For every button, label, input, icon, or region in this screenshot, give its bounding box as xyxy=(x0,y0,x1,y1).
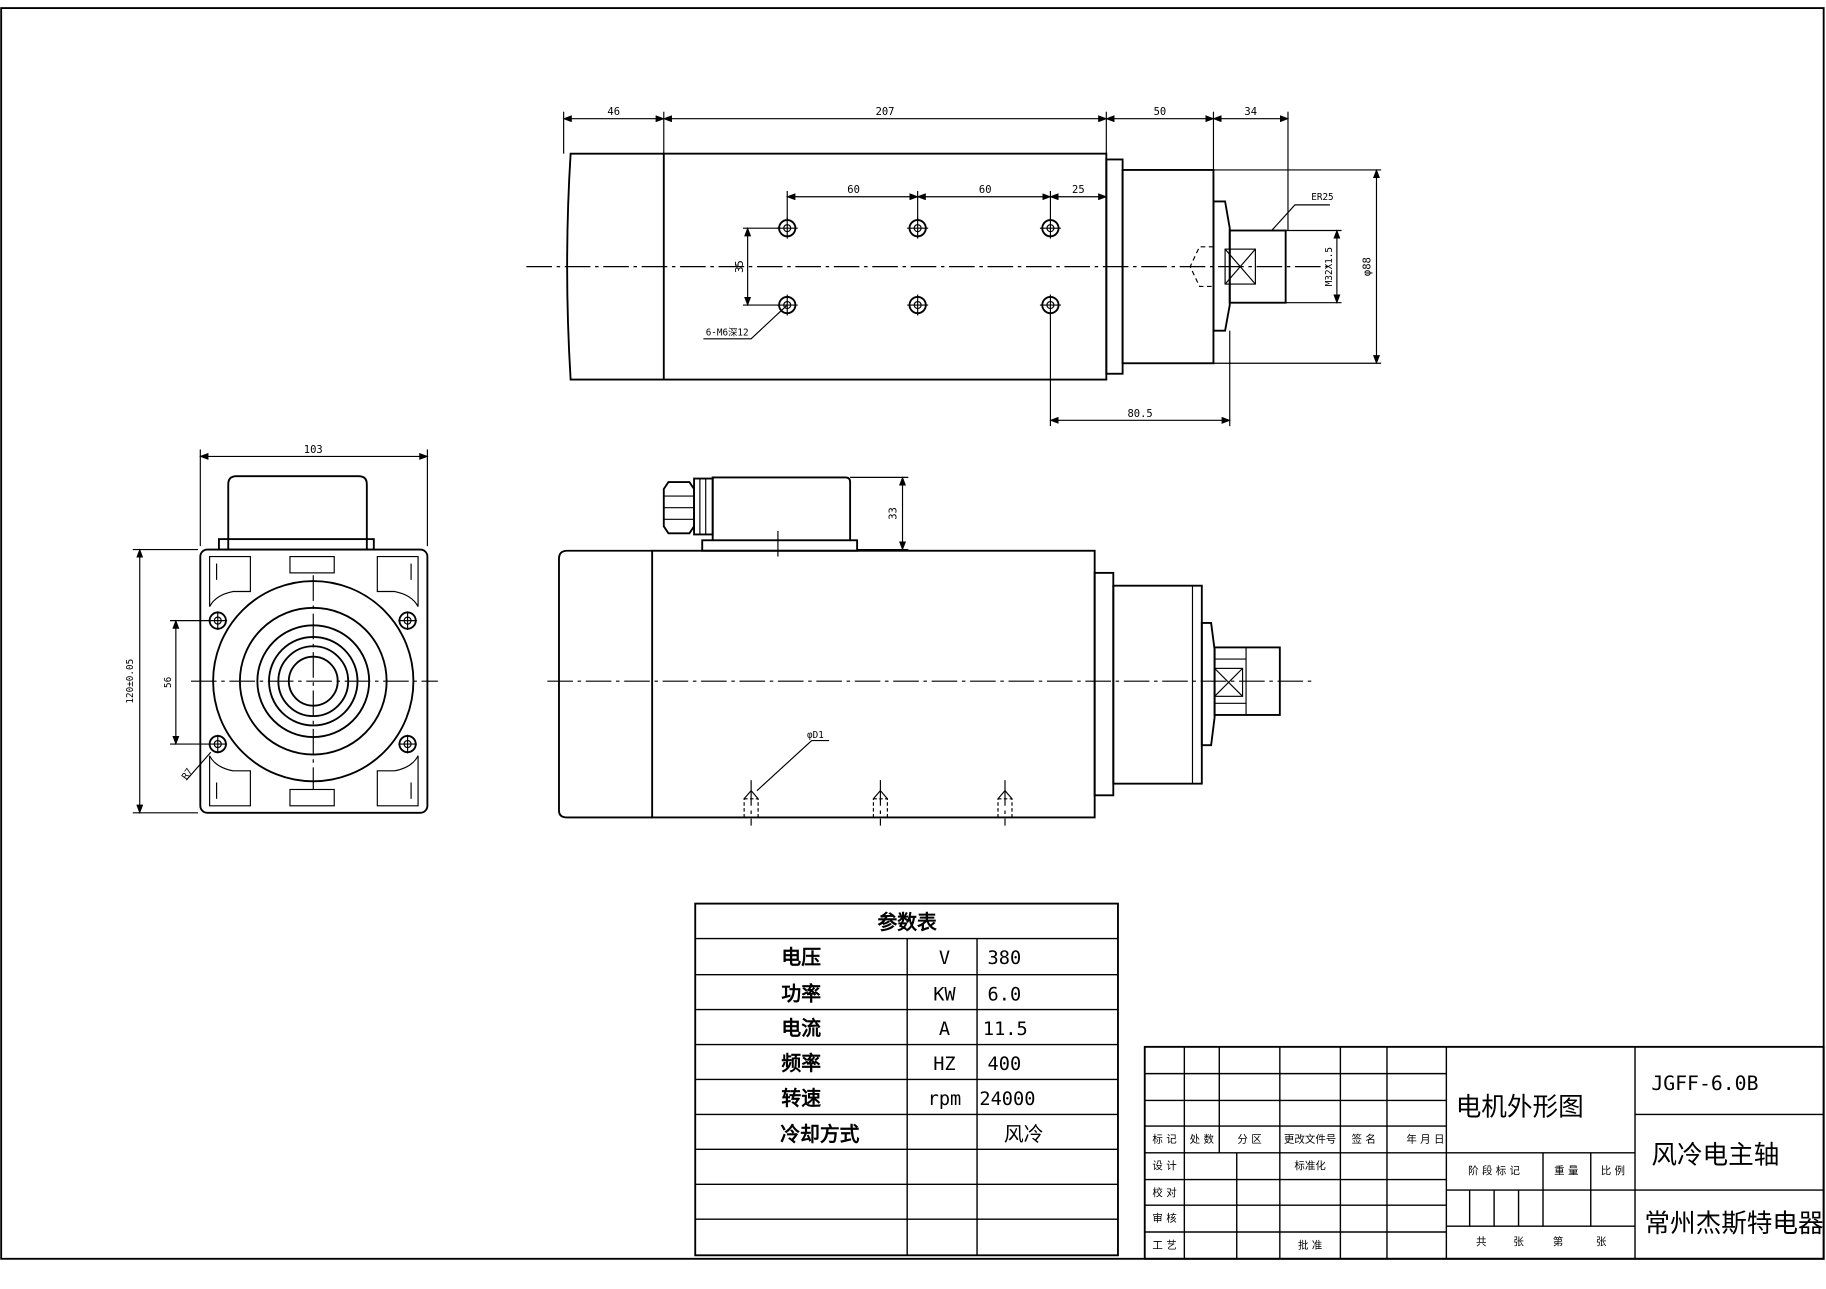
model-number: JGFF-6.0B xyxy=(1651,1072,1758,1095)
param-name: 频率 xyxy=(781,1052,821,1075)
holes-callout: 6-M6深12 xyxy=(706,327,749,338)
param-value: 11.5 xyxy=(983,1019,1028,1040)
side-bottom-holes xyxy=(743,780,1013,826)
param-unit: rpm xyxy=(928,1089,962,1110)
mount-hole xyxy=(907,217,929,239)
dim-46: 46 xyxy=(607,106,620,118)
label-total: 共 xyxy=(1476,1236,1486,1248)
side-front-housing xyxy=(1112,584,1203,785)
dim-120: 120±0.05 xyxy=(125,659,136,704)
product-name: 风冷电主轴 xyxy=(1651,1140,1779,1170)
side-box-base xyxy=(701,539,859,552)
top-dimensions: 46 207 50 34 60 60 25 35 6-M6深12 xyxy=(562,106,1382,427)
label-weight: 重 量 xyxy=(1554,1164,1578,1177)
dim-33: 33 xyxy=(888,507,900,520)
param-value: 380 xyxy=(988,948,1022,969)
hdr-signature: 签 名 xyxy=(1352,1132,1376,1145)
param-unit: V xyxy=(939,948,950,969)
dim-80-5: 80.5 xyxy=(1127,408,1152,420)
param-table-title: 参数表 xyxy=(877,911,937,934)
top-view: 46 207 50 34 60 60 25 35 6-M6深12 xyxy=(526,106,1382,427)
end-cooling-slots xyxy=(209,555,419,807)
param-value: 风冷 xyxy=(1004,1123,1044,1146)
drawing-frame xyxy=(0,7,1825,1260)
hole-diameter-label: φD1 xyxy=(807,730,824,741)
drawing-name: 电机外形图 xyxy=(1456,1093,1584,1123)
dim-r7: R7 xyxy=(180,766,195,781)
param-value: 6.0 xyxy=(988,984,1022,1005)
dim-103: 103 xyxy=(304,444,323,456)
end-box-base xyxy=(218,538,375,551)
label-scale: 比 例 xyxy=(1601,1164,1625,1177)
end-junction-box xyxy=(227,475,368,550)
side-junction-box xyxy=(711,476,852,541)
param-name: 电流 xyxy=(781,1017,821,1040)
param-value: 24000 xyxy=(979,1089,1035,1110)
mount-hole xyxy=(1039,294,1061,316)
param-unit: HZ xyxy=(933,1054,955,1075)
side-cable-gland xyxy=(662,477,714,536)
dim-207: 207 xyxy=(876,106,895,118)
end-view: 103 120±0.05 56 R7 xyxy=(125,444,438,814)
dim-25: 25 xyxy=(1072,184,1085,196)
param-name: 转速 xyxy=(781,1087,821,1110)
diameter-label: φ88 xyxy=(1362,257,1374,276)
param-name: 电压 xyxy=(781,946,821,969)
thread-label: M32X1.5 xyxy=(1324,247,1335,286)
hdr-date: 年 月 日 xyxy=(1406,1132,1444,1145)
label-proofread: 校 对 xyxy=(1152,1186,1177,1199)
label-design: 设 计 xyxy=(1152,1159,1177,1172)
top-nose xyxy=(1212,200,1231,332)
collet-label: ER25 xyxy=(1311,192,1333,203)
hdr-count: 处 数 xyxy=(1190,1132,1215,1145)
param-name: 冷却方式 xyxy=(780,1123,859,1146)
param-unit: KW xyxy=(933,984,956,1005)
mount-hole xyxy=(1039,217,1061,239)
parameter-table: 参数表 电压 V 380 功率 KW 6.0 电流 A 11.5 频率 HZ 4… xyxy=(694,902,1119,1257)
side-flange xyxy=(1093,571,1115,797)
hdr-change-doc: 更改文件号 xyxy=(1284,1132,1336,1145)
label-approve: 批 准 xyxy=(1298,1238,1322,1251)
dim-60-b: 60 xyxy=(979,184,992,196)
side-view: φD1 33 xyxy=(547,476,1316,826)
company-name: 常州杰斯特电器 xyxy=(1644,1209,1823,1239)
side-body xyxy=(651,549,1096,819)
label-sheet-unit: 张 xyxy=(1596,1236,1607,1248)
param-name: 功率 xyxy=(781,982,821,1005)
dim-56: 56 xyxy=(163,677,174,688)
dim-50: 50 xyxy=(1154,106,1167,118)
side-rear-cap xyxy=(558,549,653,819)
dim-35: 35 xyxy=(734,260,746,273)
label-sheet-no: 第 xyxy=(1553,1235,1563,1248)
label-process: 工 艺 xyxy=(1152,1239,1176,1251)
hdr-zone: 分 区 xyxy=(1237,1133,1261,1145)
title-block: 标 记 处 数 分 区 更改文件号 签 名 年 月 日 设 计 标准化 校 对 … xyxy=(1143,1045,1825,1260)
label-stage-mark: 阶 段 标 记 xyxy=(1468,1164,1520,1177)
label-review: 审 核 xyxy=(1152,1212,1177,1225)
dim-34: 34 xyxy=(1244,106,1257,118)
mount-hole xyxy=(907,294,929,316)
end-dimensions: 103 120±0.05 56 R7 xyxy=(125,444,429,814)
hdr-mark: 标 记 xyxy=(1152,1133,1177,1145)
param-value: 400 xyxy=(988,1054,1022,1075)
param-unit: A xyxy=(939,1019,950,1040)
dim-60-a: 60 xyxy=(847,184,860,196)
label-sheets: 张 xyxy=(1513,1236,1524,1248)
side-nose xyxy=(1200,622,1216,747)
label-standardization: 标准化 xyxy=(1294,1159,1326,1172)
